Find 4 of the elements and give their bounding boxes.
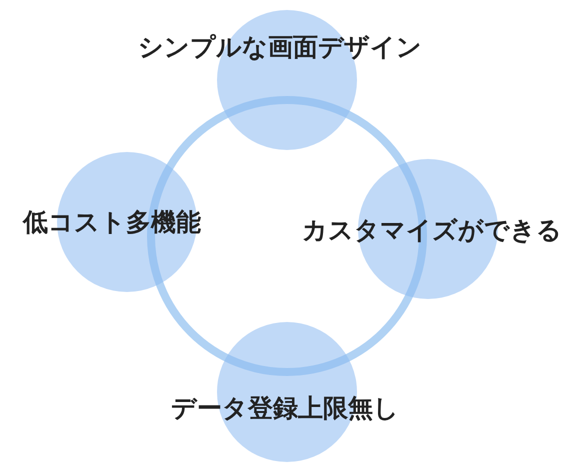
- feature-label: シンプルな画面デザイン: [138, 33, 422, 61]
- feature-label: 低コスト多機能: [23, 208, 201, 236]
- feature-label: データ登録上限無し: [171, 394, 399, 422]
- feature-label: カスタマイズができる: [302, 216, 562, 244]
